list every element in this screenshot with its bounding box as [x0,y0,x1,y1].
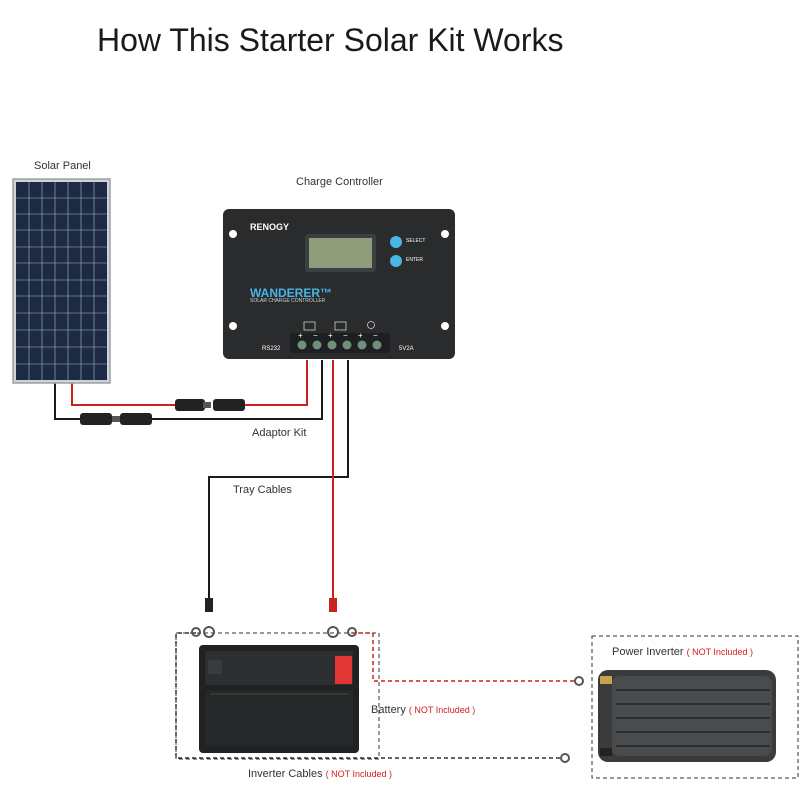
terminal-minus-2: − [343,331,348,340]
battery-terminal-icon [334,321,347,331]
controller-subtitle: SOLAR CHARGE CONTROLLER [250,298,326,304]
enter-label: ENTER [406,257,423,263]
select-label: SELECT [406,238,426,244]
battery-not-included: ( NOT Included ) [408,705,476,715]
solar-panel-terminal-icon [303,321,316,331]
inverter-red-cable [352,632,575,682]
inverter-black-cable [175,632,560,759]
inverter-cables-label-text: Inverter Cables [248,768,323,780]
adaptor-black-wire [150,360,323,420]
panel-negative-wire [54,383,90,420]
tray-cables-label: Tray Cables [233,484,292,496]
terminal-plus-2: + [328,331,333,340]
inverter-dashed-box [591,635,799,779]
battery-label-text: Battery [371,704,406,716]
battery-label: Battery ( NOT Included ) [371,704,475,716]
power-inverter-icon [598,670,776,762]
inverter-cables-label: Inverter Cables ( NOT Included ) [248,768,392,780]
solar-panel-label: Solar Panel [34,160,91,172]
charge-controller [223,209,455,359]
battery-icon [199,645,359,753]
terminal-plus-1: + [298,331,303,340]
power-inverter-not-included: ( NOT Included ) [686,647,753,657]
panel-positive-wire [71,383,180,406]
terminal-plus-3: + [358,331,363,340]
inverter-cables-not-included: ( NOT Included ) [325,769,393,779]
lightbulb-icon [367,321,375,329]
tray-black-wire [208,360,349,598]
terminal-minus-1: − [313,331,318,340]
ring-terminals [191,626,584,763]
charge-controller-label: Charge Controller [296,176,383,188]
controller-model: WANDERER™ [250,286,333,300]
adaptor-kit-label: Adaptor Kit [252,427,307,439]
select-button-icon [390,236,402,248]
usb-port-label: 5V2A [399,346,414,352]
battery-dashed-box [175,632,380,760]
power-inverter-label-text: Power Inverter [612,646,684,658]
power-inverter-label: Power Inverter ( NOT Included ) [612,646,753,658]
solar-panel-icon [12,178,111,384]
terminal-minus-3: − [373,331,378,340]
page-title: How This Starter Solar Kit Works [97,22,564,58]
controller-brand: RENOGY [250,222,290,232]
rs232-port-label: RS232 [262,346,281,352]
enter-button-icon [390,255,402,267]
adaptor-red-wire [245,360,308,406]
adaptor-connectors-icon [80,399,245,425]
